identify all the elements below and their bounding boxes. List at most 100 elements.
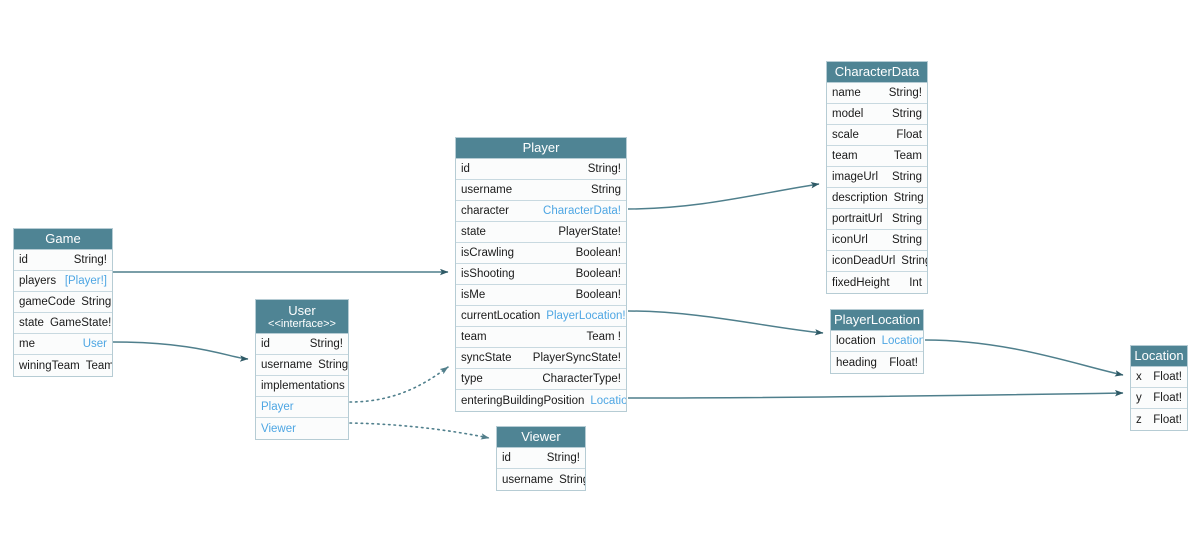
field-type: String bbox=[901, 255, 927, 267]
field-name: syncState bbox=[461, 352, 512, 364]
field-row[interactable]: imageUrl String bbox=[827, 167, 927, 188]
field-name: x bbox=[1136, 371, 1142, 383]
field-name: Player bbox=[261, 401, 294, 413]
field-name: isCrawling bbox=[461, 247, 515, 259]
field-name: scale bbox=[832, 129, 859, 141]
field-row[interactable]: z Float! bbox=[1131, 409, 1187, 430]
field-row[interactable]: iconDeadUrl String bbox=[827, 251, 927, 272]
field-name: name bbox=[832, 87, 861, 99]
field-name: state bbox=[461, 226, 486, 238]
field-name: iconDeadUrl bbox=[832, 255, 896, 267]
entity-playerlocation[interactable]: PlayerLocationlocationLocation!headingFl… bbox=[830, 309, 924, 374]
field-name: me bbox=[19, 338, 35, 350]
field-type: Float! bbox=[1153, 392, 1182, 404]
field-name: username bbox=[502, 473, 554, 486]
field-row[interactable]: players[Player!] bbox=[14, 271, 112, 292]
field-row[interactable]: implementations bbox=[256, 376, 348, 397]
field-name: description bbox=[832, 192, 888, 204]
field-type: CharacterData! bbox=[543, 205, 621, 217]
field-type: Location bbox=[590, 394, 626, 407]
field-type: Team ! bbox=[586, 331, 621, 343]
field-name: fixedHeight bbox=[832, 276, 890, 289]
field-type: String bbox=[891, 171, 922, 183]
field-type: String! bbox=[587, 163, 621, 175]
field-name: username bbox=[261, 359, 313, 371]
entity-header-user: User<<interface>> bbox=[256, 300, 348, 334]
field-row[interactable]: enteringBuildingPosition Location bbox=[456, 390, 626, 411]
field-row[interactable]: id String! bbox=[456, 159, 626, 180]
field-row[interactable]: currentLocation PlayerLocation! bbox=[456, 306, 626, 327]
field-type: Float! bbox=[1153, 413, 1182, 426]
field-type: String bbox=[891, 213, 922, 225]
field-type: PlayerLocation! bbox=[546, 310, 626, 322]
field-type: Int bbox=[909, 276, 922, 289]
field-type: Team bbox=[893, 150, 922, 162]
field-name: type bbox=[461, 373, 483, 385]
field-type: GameState! bbox=[49, 317, 112, 329]
entity-header-viewer: Viewer bbox=[497, 427, 585, 448]
edge-player-character-to-characterdata bbox=[627, 182, 820, 210]
field-type: String bbox=[590, 184, 621, 196]
field-name: currentLocation bbox=[461, 310, 541, 322]
field-type: String bbox=[318, 359, 348, 371]
field-row[interactable]: username String bbox=[497, 469, 585, 490]
field-name: enteringBuildingPosition bbox=[461, 394, 585, 407]
field-type: String bbox=[559, 473, 585, 486]
field-row[interactable]: locationLocation! bbox=[831, 331, 923, 352]
field-name: winingTeam bbox=[19, 359, 80, 372]
field-type: Location! bbox=[881, 335, 923, 347]
field-type: [Player!] bbox=[64, 275, 107, 287]
entity-header-game: Game bbox=[14, 229, 112, 250]
field-type: PlayerSyncState! bbox=[532, 352, 621, 364]
field-row[interactable]: fixedHeight Int bbox=[827, 272, 927, 293]
field-name: id bbox=[461, 163, 470, 175]
field-row[interactable]: Viewer bbox=[256, 418, 348, 439]
field-row[interactable]: Player bbox=[256, 397, 348, 418]
field-row[interactable]: username String bbox=[256, 355, 348, 376]
field-name: z bbox=[1136, 413, 1142, 426]
field-row[interactable]: username String bbox=[456, 180, 626, 201]
field-name: imageUrl bbox=[832, 171, 879, 183]
field-row[interactable]: syncState PlayerSyncState! bbox=[456, 348, 626, 369]
entity-title: User bbox=[288, 303, 316, 318]
field-name: gameCode bbox=[19, 296, 76, 308]
field-name: model bbox=[832, 108, 864, 120]
field-name: username bbox=[461, 184, 513, 196]
field-type: Boolean! bbox=[575, 268, 621, 280]
entity-stereotype: <<interface>> bbox=[268, 318, 336, 330]
field-name: id bbox=[502, 452, 511, 464]
entity-header-player: Player bbox=[456, 138, 626, 159]
field-type: Boolean! bbox=[575, 289, 621, 301]
